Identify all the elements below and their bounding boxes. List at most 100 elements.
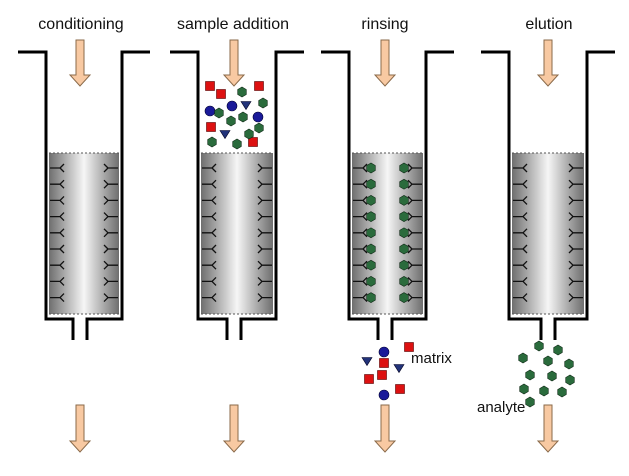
analyte-hexagon-icon [258,97,268,109]
spe-column [18,50,150,340]
ligand-icon [407,212,422,222]
ligand-icon [513,163,528,173]
matrix-square-icon [206,122,216,132]
inflow-arrow-icon [68,39,92,87]
analyte-hexagon-icon [237,86,247,98]
ligand-icon [202,179,217,189]
matrix-circle-icon [226,100,238,112]
ligand-icon [513,244,528,254]
matrix-square-icon [364,374,374,384]
ligand-icon [50,276,65,286]
ligand-icon [513,228,528,238]
ligand-icon [407,163,422,173]
ligand-icon [353,228,368,238]
ligand-icon [50,244,65,254]
ligand-icon [568,228,583,238]
ligand-icon [353,163,368,173]
ligand-icon [50,293,65,303]
analyte-hexagon-icon [214,107,224,119]
ligand-icon [202,228,217,238]
analyte-hexagon-icon [226,115,236,127]
inflow-arrow-icon [536,39,560,87]
analyte-hexagon-icon [399,178,409,190]
analyte-hexagon-icon [399,276,409,287]
matrix-circle-icon [204,105,216,117]
ligand-icon [568,179,583,189]
ligand-icon [568,293,583,303]
ligand-icon [353,260,368,270]
matrix-circle-icon [378,389,390,401]
ligand-icon [407,244,422,254]
ligand-icon [103,293,118,303]
analyte-hexagon-icon [366,276,376,287]
analyte-hexagon-icon [519,383,529,395]
ligand-icon [513,276,528,286]
ligand-icon [202,195,217,205]
analyte-hexagon-icon [525,369,535,381]
analyte-label: analyte [477,399,526,416]
ligand-icon [568,212,583,222]
spe-column [170,50,304,340]
title-sample-addition: sample addition [176,16,290,33]
analyte-hexagon-icon [543,355,553,367]
outflow-arrow-icon [536,404,560,453]
ligand-icon [50,260,65,270]
ligand-icon [568,163,583,173]
ligand-icon [513,212,528,222]
matrix-square-icon [248,137,258,147]
ligand-icon [513,293,528,303]
ligand-icon [407,179,422,189]
ligand-icon [513,179,528,189]
analyte-hexagon-icon [553,344,563,356]
ligand-icon [353,244,368,254]
ligand-icon [103,195,118,205]
ligand-icon [257,163,272,173]
analyte-hexagon-icon [399,292,409,303]
ligand-icon [257,260,272,270]
matrix-square-icon [205,81,215,91]
analyte-hexagon-icon [534,340,544,352]
ligand-icon [50,195,65,205]
ligand-icon [103,179,118,189]
ligand-icon [257,212,272,222]
matrix-square-icon [404,342,414,352]
analyte-hexagon-icon [565,374,575,386]
analyte-hexagon-icon [366,178,376,190]
matrix-triangle-icon [361,357,373,367]
analyte-hexagon-icon [244,128,254,140]
analyte-hexagon-icon [366,162,376,174]
ligand-icon [202,276,217,286]
ligand-icon [407,228,422,238]
ligand-icon [407,293,422,303]
ligand-icon [202,212,217,222]
matrix-circle-icon [378,346,390,358]
ligand-icon [353,179,368,189]
outflow-arrow-icon [68,404,92,453]
ligand-icon [202,260,217,270]
analyte-hexagon-icon [539,385,549,397]
title-rinsing: rinsing [361,16,409,33]
analyte-hexagon-icon [366,227,376,239]
sorbent-bed [352,153,423,314]
title-elution: elution [525,16,573,33]
analyte-hexagon-icon [557,386,567,398]
analyte-hexagon-icon [232,138,242,150]
ligand-icon [202,244,217,254]
ligand-icon [50,163,65,173]
analyte-hexagon-icon [399,162,409,174]
spe-column [321,50,454,340]
ligand-icon [513,195,528,205]
ligand-icon [103,228,118,238]
ligand-icon [103,276,118,286]
analyte-hexagon-icon [254,122,264,134]
analyte-hexagon-icon [518,352,528,364]
matrix-triangle-icon [393,364,405,374]
analyte-hexagon-icon [399,243,409,255]
ligand-icon [513,260,528,270]
outflow-arrow-icon [222,404,246,453]
outflow-arrow-icon [373,404,397,453]
analyte-hexagon-icon [366,292,376,303]
ligand-icon [50,179,65,189]
analyte-hexagon-icon [366,211,376,222]
matrix-square-icon [254,81,264,91]
